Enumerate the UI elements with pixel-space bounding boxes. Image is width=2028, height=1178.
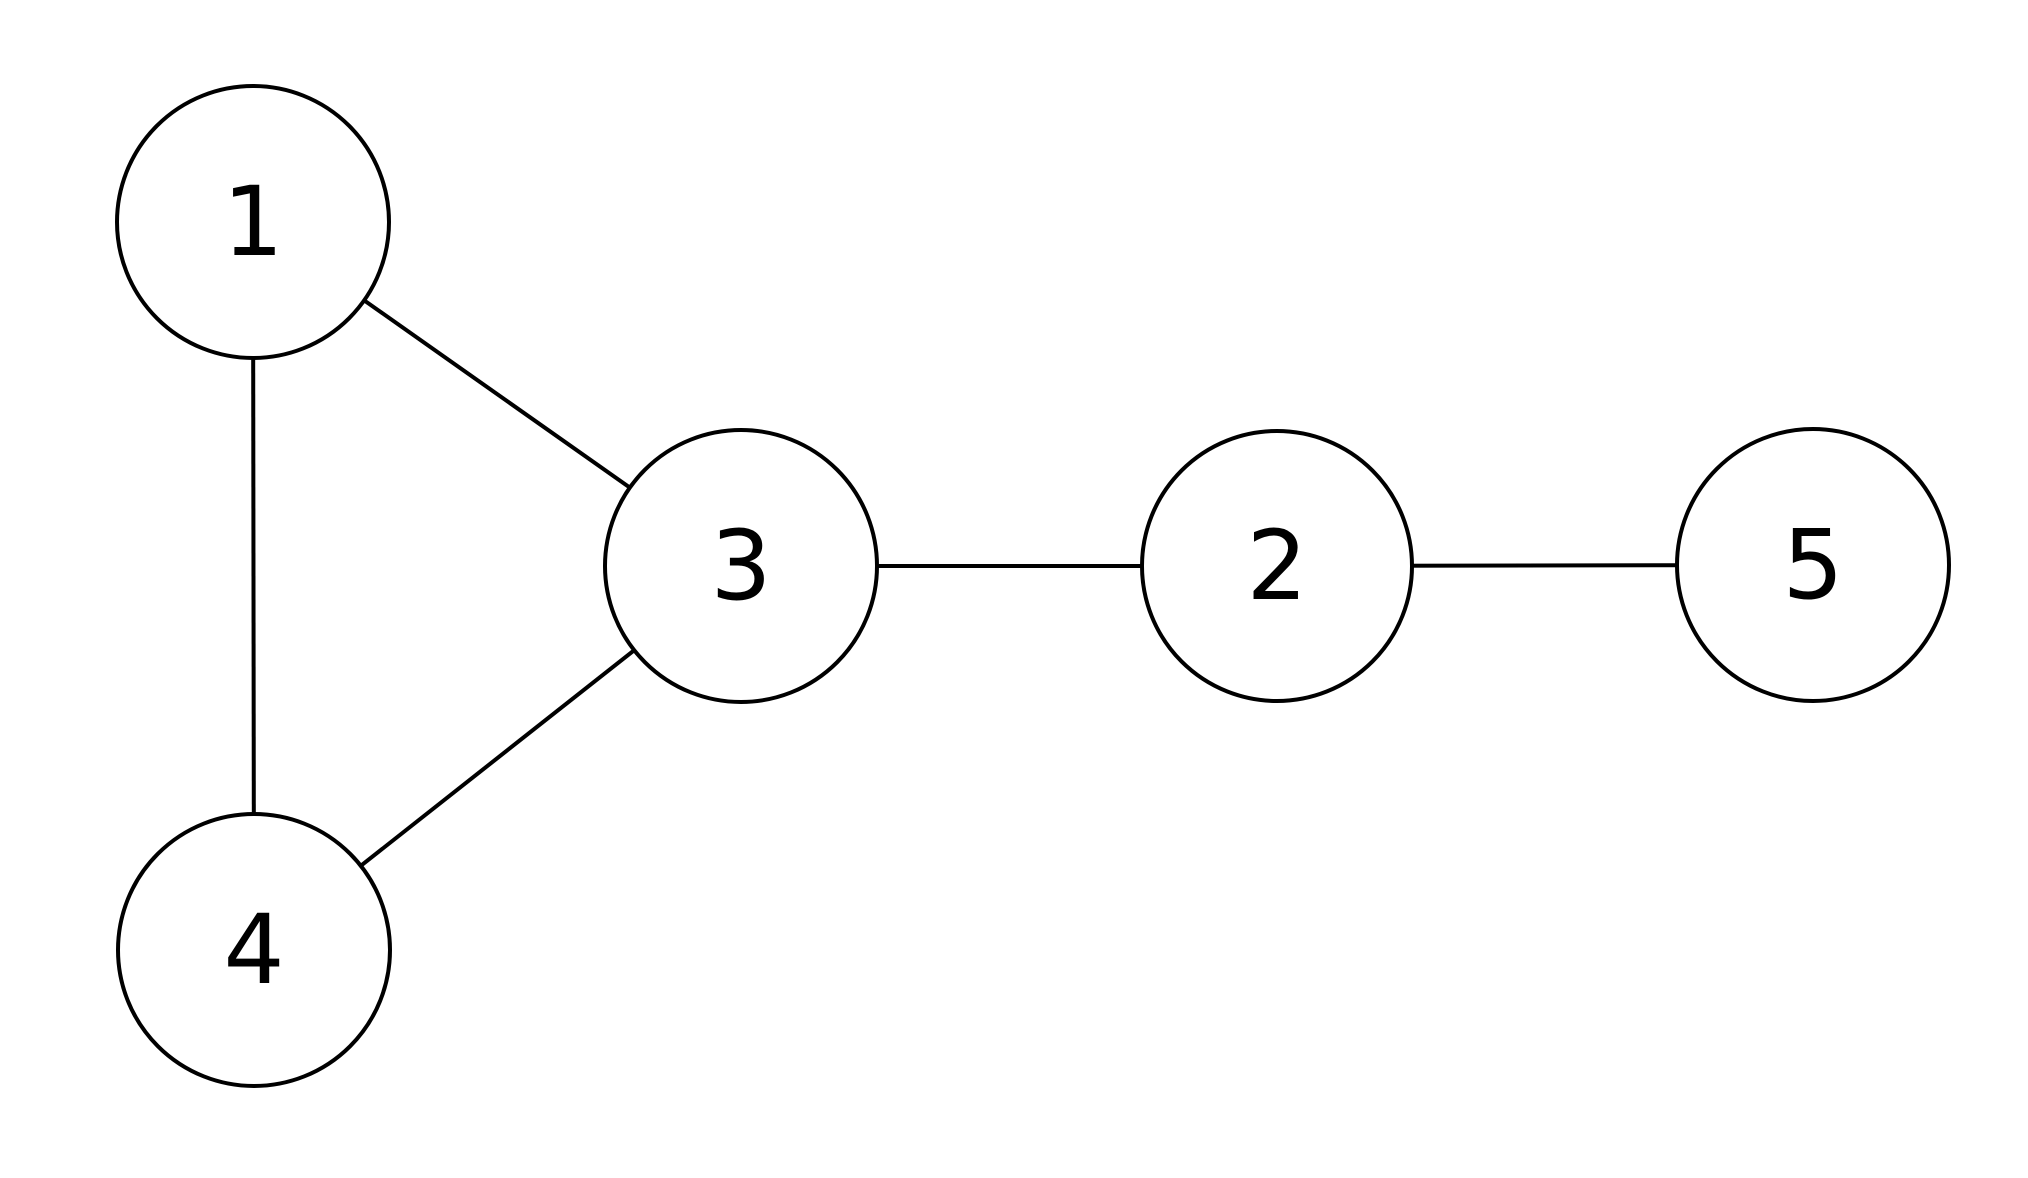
graph-node-circle-5 (1675, 427, 1951, 703)
graph-node-5: 5 (1675, 427, 1951, 703)
graph-node-4: 4 (116, 812, 392, 1088)
graph-node-circle-3 (603, 428, 879, 704)
graph-node-label-5: 5 (1782, 509, 1843, 621)
graph-node-2: 2 (1140, 429, 1414, 703)
graph-node-1: 1 (115, 84, 391, 360)
graph-node-label-1: 1 (222, 166, 283, 278)
graph-node-3: 3 (603, 428, 879, 704)
graph-node-circle-1 (115, 84, 391, 360)
graph-node-circle-4 (116, 812, 392, 1088)
graph-node-label-2: 2 (1246, 510, 1307, 622)
graph-node-label-4: 4 (223, 894, 284, 1006)
graph-node-circle-2 (1140, 429, 1414, 703)
graph-node-label-3: 3 (710, 510, 771, 622)
